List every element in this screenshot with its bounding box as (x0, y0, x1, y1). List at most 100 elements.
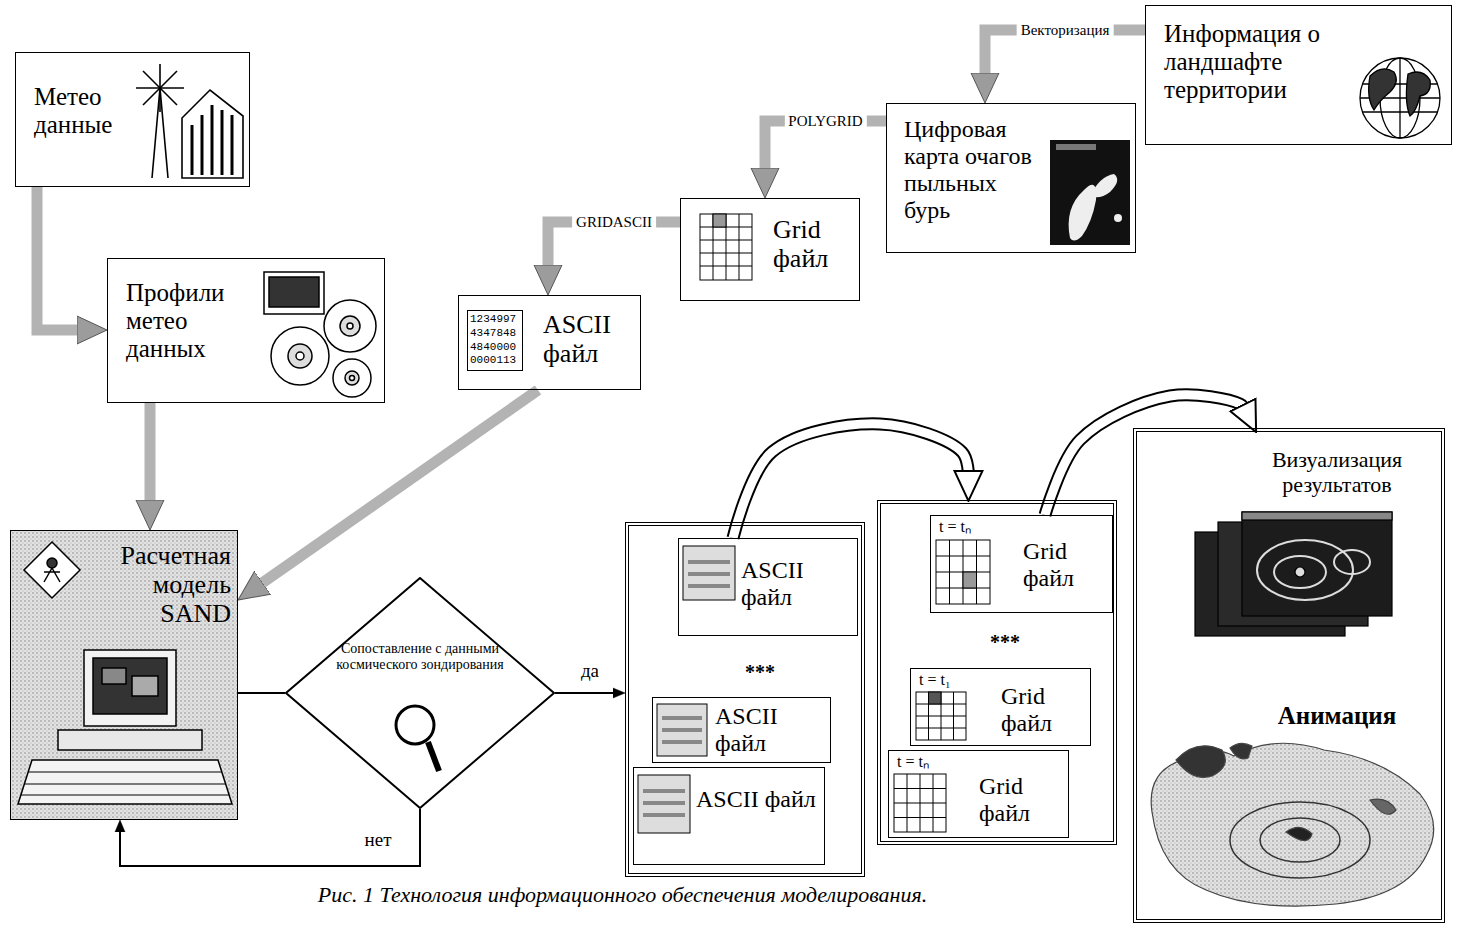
flow-arrow (259, 390, 538, 585)
text-slot: Сопоставление с данными космического зон… (325, 641, 515, 672)
node-text: Визуализация результатов (1237, 448, 1437, 497)
globe-icon-part (1369, 69, 1397, 110)
storm-map-image-part (1050, 140, 1130, 245)
file-box: ASCII файл (652, 697, 831, 763)
grid-icon-part (700, 266, 752, 267)
disk-icon-part (345, 371, 359, 385)
time-label: t = tₙ (939, 518, 1009, 536)
text-slot: t = t₁ (919, 671, 989, 689)
grid-file-icon-part (929, 692, 942, 704)
ascii-file-icon-part (643, 789, 685, 793)
file-group-box: ASCII файлASCII файлASCII файл (625, 522, 865, 877)
node-text: ASCII файл (741, 557, 851, 611)
ascii-file-icon-part (662, 740, 702, 744)
weather-station-icon-part (221, 110, 224, 175)
computer-icon-part (102, 668, 126, 684)
result-screens-part (1295, 567, 1305, 577)
connector-outline (733, 424, 968, 538)
node-text: ASCII файл (696, 786, 816, 813)
computer-icon-part (21, 795, 229, 796)
edge-label: нет (361, 829, 396, 850)
ascii-file-icon-part (683, 546, 735, 600)
weather-station-icon (136, 64, 243, 178)
node-text: ASCII файл (543, 310, 635, 368)
text-slot: Grid файл (1001, 683, 1085, 737)
time-label: t = tₙ (897, 753, 967, 771)
model-emblem (24, 542, 80, 598)
text-slot: Информация о ландшафте территории (1164, 20, 1354, 104)
animation-map-part (1176, 746, 1225, 778)
text-slot: Цифровая карта очагов пыльных бурь (904, 116, 1049, 224)
file-box: t = t₁ Grid файл (910, 668, 1091, 746)
grid-file-icon-part (936, 540, 990, 604)
flow-arrow (238, 692, 285, 694)
model-emblem-part (47, 558, 57, 568)
node-text: Grid файл (773, 215, 853, 273)
animation-map-part (1286, 827, 1312, 840)
disk-icon-part (271, 327, 329, 385)
ascii-file-icon-part (688, 584, 730, 588)
ascii-file-icon-part (657, 704, 707, 756)
disk-icon-part (296, 352, 304, 360)
computer-icon-part (84, 650, 176, 726)
disk-icon-part (340, 316, 360, 336)
magnifier-icon (396, 706, 439, 771)
ascii-file-icon-part (643, 801, 685, 805)
text-slot: t = tₙ (897, 753, 967, 771)
node-text: ASCII файл (715, 703, 825, 757)
flow-arrow (37, 187, 81, 330)
ascii-file-icon-part (643, 813, 685, 817)
grid-icon-part (700, 214, 752, 280)
text-slot: Расчетная модель SAND (87, 541, 231, 628)
diamond-outline (286, 578, 554, 808)
ascii-file-icon-part (638, 775, 690, 833)
animation-map-part (1370, 799, 1396, 814)
weather-station-icon-part (201, 115, 204, 175)
result-screens-part (1274, 556, 1326, 588)
computer-icon-part (58, 730, 202, 750)
storm-map-image (1050, 140, 1130, 245)
ascii-file-icon-part (662, 728, 702, 732)
grid-file-icon-part (894, 774, 946, 832)
node-text: Профили метео данных (126, 279, 266, 363)
grid-icon (700, 214, 752, 280)
globe-icon-part (1406, 72, 1430, 116)
data-profile-box: Профили метео данных (107, 258, 385, 403)
grid-file-icon-part (916, 692, 966, 740)
globe-icon-part (1360, 58, 1440, 138)
disk-icon-part (333, 359, 371, 397)
text-slot: ASCII файл (741, 557, 851, 611)
model-box: Расчетная модель SAND (10, 530, 238, 820)
disk-icon-part (288, 344, 312, 368)
storm-map-image-part (1114, 214, 1122, 222)
weather-station-icon-part (160, 88, 168, 178)
storm-map-image-part (1056, 144, 1096, 150)
text-slot: Визуализация результатов (1237, 448, 1437, 497)
flow-arrow (555, 692, 614, 694)
grid-icon-part (739, 214, 740, 280)
grid-file-icon-part (916, 692, 966, 740)
result-screens-part (1334, 550, 1370, 574)
text-slot: Grid файл (773, 215, 853, 273)
edge-label: GRIDASCII (572, 214, 656, 231)
flow-arrow (1045, 395, 1245, 515)
result-screens-part (1242, 512, 1392, 616)
computer-icon-part (28, 772, 222, 773)
file-box: ASCII файл (633, 767, 825, 865)
model-emblem-part (24, 542, 80, 598)
node-text: Grid файл (1001, 683, 1085, 737)
edge-label: Векторизация (1017, 22, 1114, 39)
computer-icon-part (132, 676, 158, 696)
grid-file-icon (894, 540, 990, 832)
file-box: 1234997 4347848 4840000 0000113ASCII фай… (458, 295, 641, 390)
text-slot: Метео данные (34, 83, 144, 139)
flow-arrow (733, 424, 968, 538)
file-box: t = tₙGrid файл (888, 750, 1069, 838)
data-source-box: Информация о ландшафте территории (1145, 5, 1452, 145)
magnifier-icon-part (396, 706, 434, 744)
node-text: Расчетная модель SAND (87, 541, 231, 628)
file-box: ASCII файл (678, 538, 858, 636)
text-slot: Профили метео данных (126, 279, 266, 363)
computer-icon-part (24, 784, 226, 785)
